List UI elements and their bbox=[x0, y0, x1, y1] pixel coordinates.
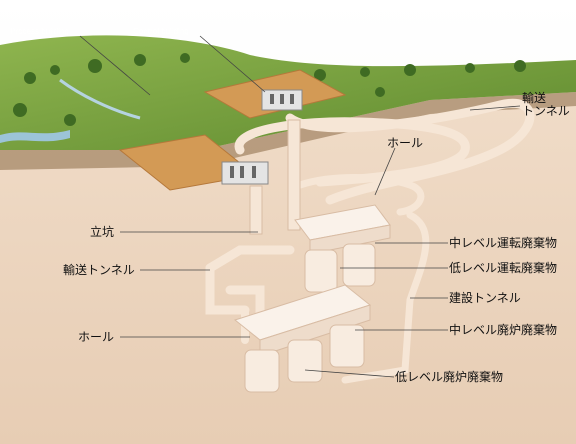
transport-tunnel-upper bbox=[234, 98, 535, 216]
construction-tunnel bbox=[341, 211, 430, 384]
decommissioning-vault-hall bbox=[233, 284, 372, 393]
leader-hall-upper bbox=[374, 147, 396, 196]
construction-tunnel-label: 建設トンネル bbox=[449, 291, 521, 305]
control-building-model bbox=[261, 89, 303, 111]
tree-line bbox=[13, 53, 526, 126]
hall-upper-label: ホール bbox=[387, 136, 424, 150]
process-building-model bbox=[221, 161, 269, 185]
ilw-operational-label: 中レベル運転廃棄物 bbox=[449, 236, 558, 250]
llw-decommissioning-label: 低レベル廃炉廃棄物 bbox=[395, 370, 504, 384]
leader-process-building bbox=[79, 35, 151, 96]
llw-operational-label: 低レベル運転廃棄物 bbox=[449, 261, 558, 275]
shaft-right bbox=[287, 119, 301, 231]
shaft-label: 立坑 bbox=[90, 225, 115, 239]
shaft-left bbox=[249, 185, 263, 235]
leader-lines bbox=[79, 35, 521, 378]
control-building-label: Control building bbox=[133, 27, 189, 36]
leader-llw-decommissioning bbox=[304, 369, 395, 378]
stream bbox=[59, 78, 141, 120]
process-building-label: Process building bbox=[10, 27, 69, 36]
transport-tunnel-lower-label: 輸送トンネル bbox=[63, 263, 135, 277]
operational-vault-hall bbox=[294, 204, 391, 293]
ilw-decommissioning-label: 中レベル廃炉廃棄物 bbox=[449, 323, 558, 337]
leader-control-building bbox=[199, 35, 266, 93]
leader-transport-tunnel-upper bbox=[469, 105, 521, 111]
transport-tunnel-upper-label: 輸送 トンネル bbox=[522, 91, 570, 118]
river bbox=[0, 130, 70, 143]
hall-lower-label: ホール bbox=[78, 330, 115, 344]
